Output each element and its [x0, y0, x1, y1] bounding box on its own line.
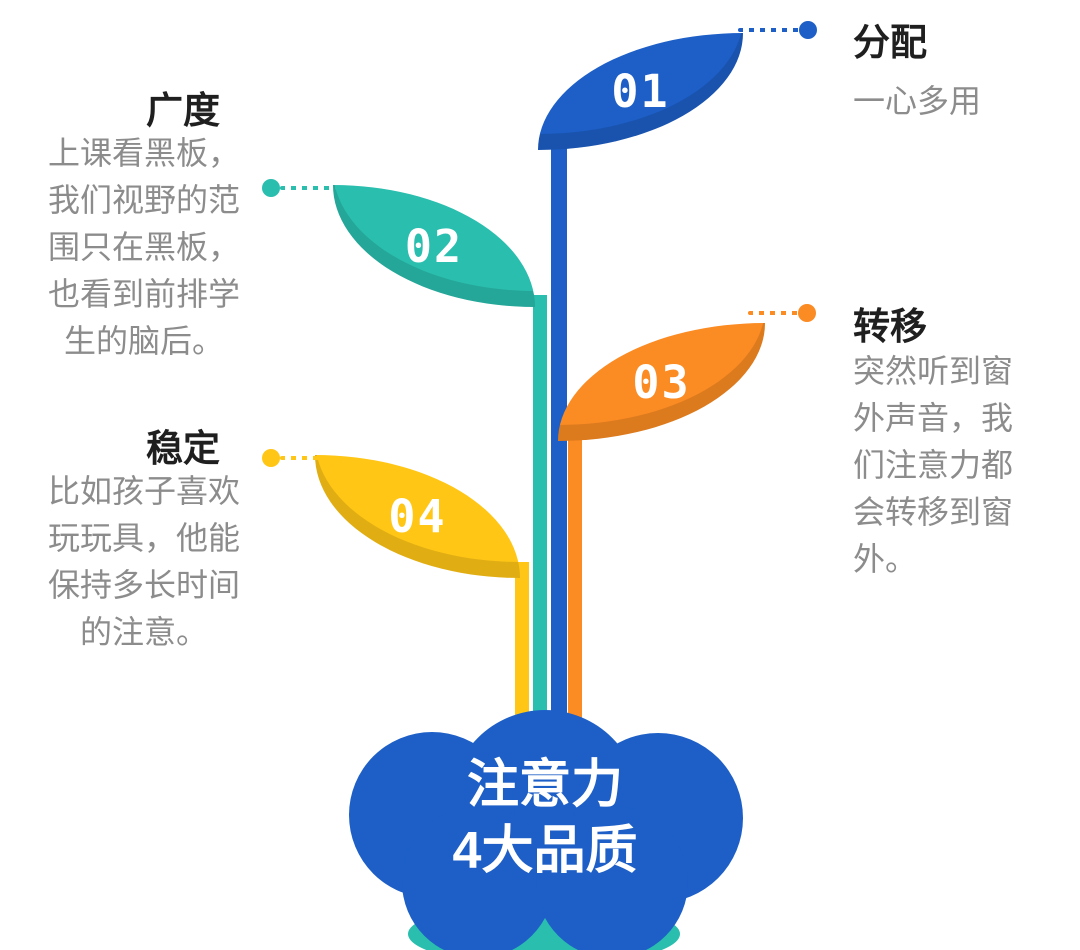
leaf-04: 04	[315, 455, 520, 578]
stem-04	[515, 562, 529, 738]
item-04-desc: 比如孩子喜欢玩玩具，他能保持多长时间的注意。	[47, 473, 240, 650]
leaf-02-number: 02	[404, 219, 464, 273]
leaf-03-number: 03	[632, 355, 691, 409]
item-03-title: 转移	[853, 306, 927, 347]
connector-line-04	[280, 456, 322, 460]
item-03-desc: 突然听到窗外声音，我们注意力都会转移到窗外。	[853, 353, 1014, 577]
item-01-title: 分配	[853, 22, 927, 63]
connector-dot-icon-02	[262, 179, 280, 197]
item-04-title: 稳定	[146, 428, 220, 469]
cloud-bump-bottom-right	[536, 806, 688, 950]
leaf-01-number: 01	[611, 65, 670, 118]
cloud-bump-bottom-left	[402, 806, 554, 950]
stem-03	[568, 428, 582, 740]
leaf-02: 02	[333, 185, 535, 307]
stem-02	[533, 295, 547, 740]
connector-dot-icon-01	[799, 21, 817, 39]
main-title-line2: 4大品质	[452, 822, 638, 880]
connector-dot-icon-03	[798, 304, 816, 322]
leaf-01: 01	[538, 33, 743, 150]
item-02-desc: 上课看黑板，我们视野的范围只在黑板，也看到前排学生的脑后。	[47, 135, 240, 359]
main-title-line1: 注意力	[466, 756, 623, 814]
connector-line-01	[738, 28, 800, 32]
main-title: 注意力 4大品质	[395, 752, 695, 884]
item-02-title: 广度	[146, 90, 220, 131]
leaf-04-number: 04	[388, 490, 447, 543]
item-01-desc: 一心多用	[853, 83, 982, 119]
connector-line-03	[748, 311, 800, 315]
connector-line-02	[280, 186, 336, 190]
leaf-03: 03	[558, 323, 765, 441]
connector-dot-icon-04	[262, 449, 280, 467]
